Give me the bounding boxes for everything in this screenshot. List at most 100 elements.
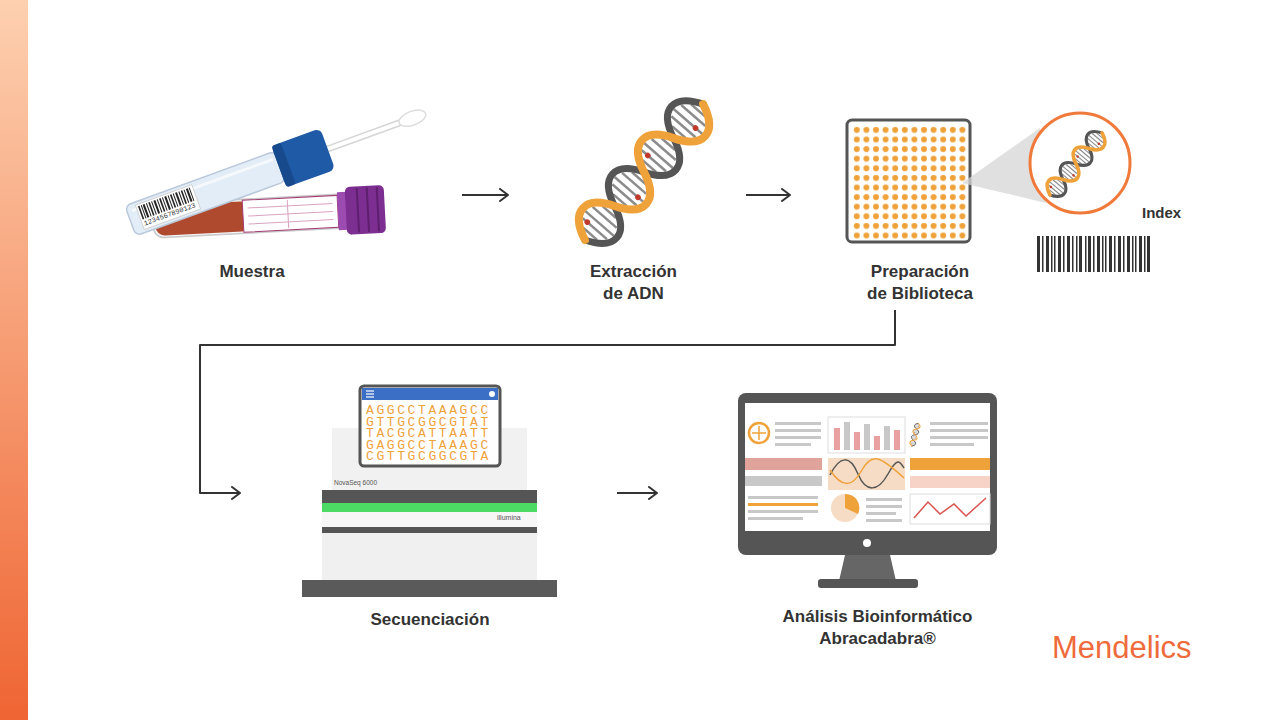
- dashboard: [749, 423, 769, 443]
- index-barcode: [1085, 236, 1087, 272]
- company-logo: Mendelics: [1052, 632, 1192, 663]
- swab-tube: [125, 151, 286, 236]
- dashboard: [866, 519, 902, 522]
- index-barcode: [1054, 236, 1056, 272]
- step-label: Análisis Bioinformático Abracadabra®: [770, 606, 985, 650]
- index-barcode: [1046, 236, 1049, 272]
- sequencer: [366, 396, 374, 397]
- swab-tube: [164, 196, 171, 210]
- swab-tube: [138, 206, 144, 220]
- dashboard: [910, 458, 990, 470]
- zoom-callout: [1030, 113, 1130, 213]
- step-label: Secuenciación: [240, 609, 620, 631]
- dashboard: [910, 494, 990, 524]
- sequencer: [322, 533, 537, 580]
- flow-arrow: [617, 492, 657, 494]
- index-barcode: [1147, 236, 1150, 272]
- swab-tube: [159, 198, 165, 212]
- process-step: Muestra: [120, 95, 462, 295]
- dashboard: [828, 458, 905, 490]
- index-barcode: [1093, 236, 1095, 272]
- swab-tube: [170, 194, 176, 208]
- dashboard: [745, 417, 990, 524]
- swab-tube: [153, 200, 160, 214]
- zoom-callout: [1042, 126, 1110, 201]
- dashboard: [909, 423, 921, 447]
- index-barcode: [1076, 236, 1078, 272]
- sequencer: [322, 512, 537, 527]
- sequencer: [302, 580, 557, 597]
- dashboard: [748, 517, 803, 520]
- dashboard: [830, 460, 904, 488]
- index-barcode: [1067, 236, 1070, 272]
- dashboard: [914, 498, 986, 518]
- monitor: [818, 579, 918, 588]
- swab-tube: [123, 93, 433, 242]
- dashboard: [866, 498, 902, 501]
- swab-tube: [328, 122, 403, 149]
- index-barcode: [1114, 236, 1116, 272]
- sequencer: [366, 393, 374, 394]
- process-step: Preparación de Biblioteca: [790, 95, 1000, 310]
- blood-tube: [248, 204, 333, 208]
- swab-tube: [175, 192, 182, 206]
- index-barcode: [1139, 236, 1142, 272]
- dashboard: [775, 443, 811, 446]
- blood-tube: [248, 220, 333, 224]
- dashboard: [854, 432, 860, 450]
- dashboard: [930, 422, 988, 425]
- index-barcode: [1063, 236, 1065, 272]
- step-label: Extracción de ADN: [581, 261, 686, 305]
- flow-arrow: [462, 194, 508, 196]
- blood-tube: [357, 188, 359, 232]
- index-barcode: [1097, 236, 1100, 272]
- dashboard: [930, 443, 974, 446]
- blood-tube: [367, 188, 369, 232]
- dashboard: [930, 436, 988, 439]
- index-barcode: [1079, 236, 1082, 272]
- index-barcode: [1109, 236, 1112, 272]
- sequencer: [322, 503, 537, 512]
- dashboard: [748, 503, 818, 506]
- instrument-model: NovaSeq 6000: [334, 480, 377, 487]
- sequencer: [302, 386, 557, 597]
- swab-tube: [148, 202, 154, 216]
- index-barcode: [1127, 236, 1130, 272]
- dashboard: [864, 424, 870, 450]
- dna-helix: [568, 89, 720, 254]
- index-barcode: [1102, 236, 1104, 272]
- dashboard: [930, 429, 988, 432]
- index-barcode: [1088, 236, 1091, 272]
- accent-strip: [0, 0, 28, 720]
- library-plate: [847, 120, 970, 242]
- sequence-text: CGTTGCGGCGTA: [366, 450, 491, 463]
- dashboard: [866, 505, 902, 508]
- blood-tube: [248, 212, 333, 216]
- monitor: [839, 555, 896, 581]
- dashboard: [894, 430, 900, 450]
- swab-tube: [328, 122, 403, 149]
- step-label: Preparación de Biblioteca: [860, 261, 980, 305]
- swab-tube: [143, 204, 150, 218]
- sequencer: [322, 527, 537, 533]
- index-barcode: [1123, 236, 1125, 272]
- dashboard: [845, 494, 859, 514]
- sequencer: [489, 391, 495, 397]
- dashboard: [831, 494, 859, 522]
- dashboard: [752, 426, 766, 440]
- index-barcode: [1144, 236, 1146, 272]
- index-barcode: [1132, 236, 1134, 272]
- sequencer: [360, 386, 500, 466]
- dashboard: [748, 496, 818, 499]
- sequencer: [362, 388, 498, 400]
- dashboard: [844, 422, 850, 450]
- dashboard: [775, 436, 821, 439]
- blood-tube: [345, 185, 386, 235]
- library-plate: [852, 125, 967, 240]
- barcode-number: 1234567890123: [143, 202, 197, 227]
- brand-label: illumina: [497, 514, 521, 521]
- monitor: [738, 393, 997, 588]
- swab-tube: [397, 107, 428, 130]
